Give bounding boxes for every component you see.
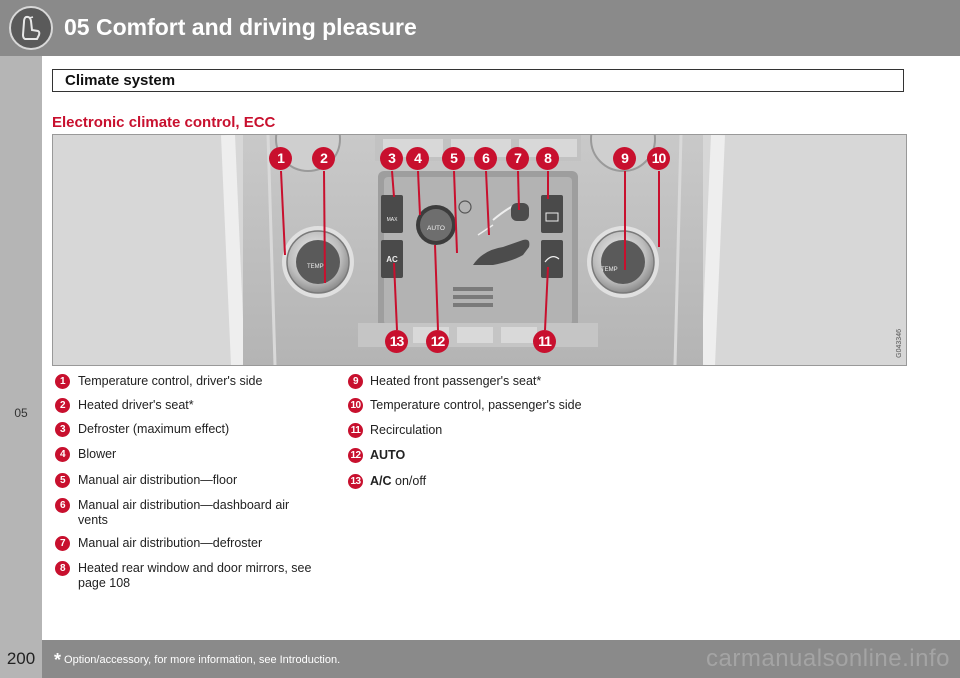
footnote: *Option/accessory, for more information,…: [54, 650, 340, 671]
legend-text-6: Manual air distribution—dashboard air ve…: [78, 498, 290, 527]
legend-badge-11: 11: [348, 423, 363, 438]
legend-badge-10: 10: [348, 398, 363, 413]
legend-badge-6: 6: [55, 498, 70, 513]
ac-label: AC: [386, 255, 398, 264]
legend-text-10: Temperature control, passenger's side: [370, 398, 582, 412]
auto-label: AUTO: [427, 225, 445, 232]
legend-badge-12: 12: [348, 448, 363, 463]
callout-12: 12: [426, 330, 449, 353]
callout-1: 1: [269, 147, 292, 170]
callout-5: 5: [442, 147, 465, 170]
legend-text-7: Manual air distribution—defroster: [78, 536, 263, 550]
callout-11: 11: [533, 330, 556, 353]
seat-icon: [9, 6, 53, 50]
callout-leader-lines: [280, 170, 660, 331]
page-number: 200: [0, 640, 42, 678]
legend-badge-4: 4: [55, 447, 70, 462]
legend-rest-13: on/off: [391, 474, 427, 488]
callout-13: 13: [385, 330, 408, 353]
climate-control-figure: MAX AC AUTO TEMP TEMP: [52, 134, 907, 366]
legend-bold-13: A/C: [370, 474, 392, 488]
legend-badge-2: 2: [55, 398, 70, 413]
legend-text-5: Manual air distribution—floor: [78, 473, 238, 487]
sub-heading: Electronic climate control, ECC: [52, 114, 276, 131]
temp-label-right: TEMP: [601, 267, 618, 273]
sidebar-chapter-number: 05: [14, 406, 28, 420]
legend-text-11: Recirculation: [370, 423, 443, 437]
legend-bold-12: AUTO: [370, 448, 406, 462]
footnote-text: Option/accessory, for more information, …: [64, 654, 341, 666]
legend-badge-3: 3: [55, 422, 70, 437]
callout-10: 10: [647, 147, 670, 170]
legend-badge-7: 7: [55, 536, 70, 551]
legend-text-12: AUTO: [370, 448, 630, 463]
legend-badge-13: 13: [348, 474, 363, 489]
legend-text-8: Heated rear window and door mirrors, see…: [78, 561, 312, 590]
callout-7: 7: [506, 147, 529, 170]
legend-text-2: Heated driver's seat*: [78, 398, 194, 412]
footnote-star: *: [54, 650, 62, 670]
legend-text-3: Defroster (maximum effect): [78, 422, 230, 436]
callout-2: 2: [312, 147, 335, 170]
section-title: Climate system: [65, 72, 176, 89]
callout-3: 3: [380, 147, 403, 170]
legend-text-13: A/C on/off: [370, 474, 630, 489]
legend-badge-1: 1: [55, 374, 70, 389]
legend-text-4: Blower: [78, 447, 117, 461]
callout-8: 8: [536, 147, 559, 170]
callout-9: 9: [613, 147, 636, 170]
watermark: carmanualsonline.info: [706, 645, 950, 672]
chapter-sidebar: 05: [0, 56, 42, 640]
section-title-box: Climate system: [52, 69, 904, 92]
chapter-title: 05 Comfort and driving pleasure: [64, 14, 417, 40]
chapter-header: 05 Comfort and driving pleasure: [0, 0, 960, 56]
climate-panel-illustration: MAX AC AUTO TEMP TEMP: [53, 135, 906, 365]
legend-text-1: Temperature control, driver's side: [78, 374, 263, 388]
legend-badge-5: 5: [55, 473, 70, 488]
page-footer: 200 *Option/accessory, for more informat…: [0, 640, 960, 678]
legend-badge-8: 8: [55, 561, 70, 576]
legend-text-9: Heated front passenger's seat*: [370, 374, 542, 388]
callout-6: 6: [474, 147, 497, 170]
max-label: MAX: [387, 217, 399, 223]
temp-label-left: TEMP: [307, 264, 324, 270]
legend-badge-9: 9: [348, 374, 363, 389]
figure-code: G043346: [896, 329, 903, 358]
callout-4: 4: [406, 147, 429, 170]
